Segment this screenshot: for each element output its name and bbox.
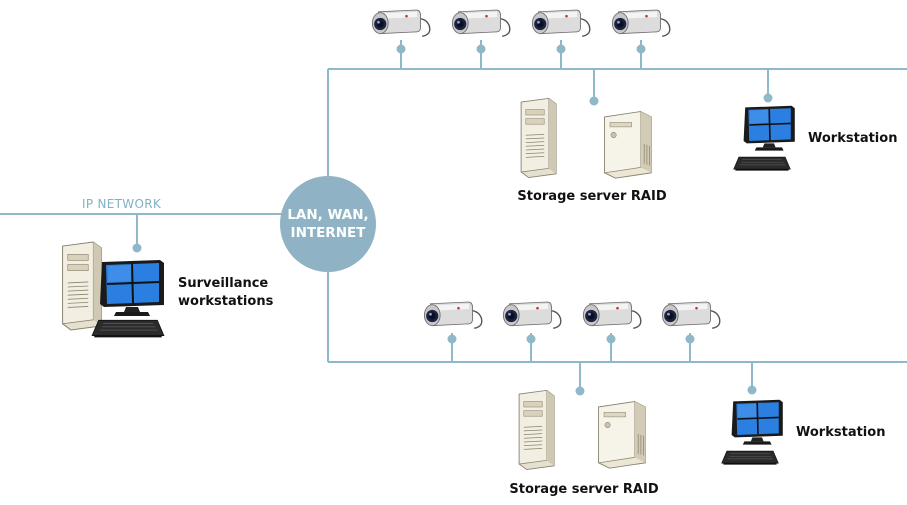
ip-camera-icon [423,301,483,329]
workstation-monitor-icon [98,258,166,318]
workstation-bottom: Workstation [721,398,885,465]
top-cameras [371,9,671,37]
ip-camera-icon [451,9,511,37]
workstation-top: Workstation [733,104,897,171]
bottom-cameras [423,301,721,329]
hub-label-line1: LAN, WAN, [287,207,368,223]
ip-camera-icon [611,9,671,37]
storage-server-icon [604,111,652,179]
ip-camera-icon [531,9,591,37]
storage-server-icon [520,97,557,179]
storage-top-label: Storage server RAID [517,189,666,204]
workstation-top-label: Workstation [808,131,897,146]
keyboard-icon [721,450,779,465]
ip-camera-icon [661,301,721,329]
surveillance-label-line2: workstations [178,294,274,309]
storage-server-icon [598,401,646,469]
ip-network-label: IP NETWORK [82,197,162,211]
workstation-monitor-icon [730,398,784,446]
storage-server-icon [518,389,555,471]
pc-tower-icon [62,241,103,331]
keyboard-icon [91,319,165,338]
connection-dots [132,44,773,396]
storage-server-top: Storage server RAID [517,97,667,204]
ip-camera-icon [582,301,642,329]
surveillance-label-line1: Surveillance [178,276,268,291]
storage-bottom-label: Storage server RAID [509,482,658,497]
storage-server-bottom: Storage server RAID [509,389,659,497]
workstation-bottom-label: Workstation [796,425,885,440]
workstation-monitor-icon [742,104,796,152]
keyboard-icon [733,156,791,171]
ip-camera-icon [371,9,431,37]
ip-camera-icon [502,301,562,329]
network-hub: LAN, WAN, INTERNET [280,176,376,272]
hub-label-line2: INTERNET [291,225,367,241]
surveillance-workstation: Surveillance workstations [62,241,274,338]
